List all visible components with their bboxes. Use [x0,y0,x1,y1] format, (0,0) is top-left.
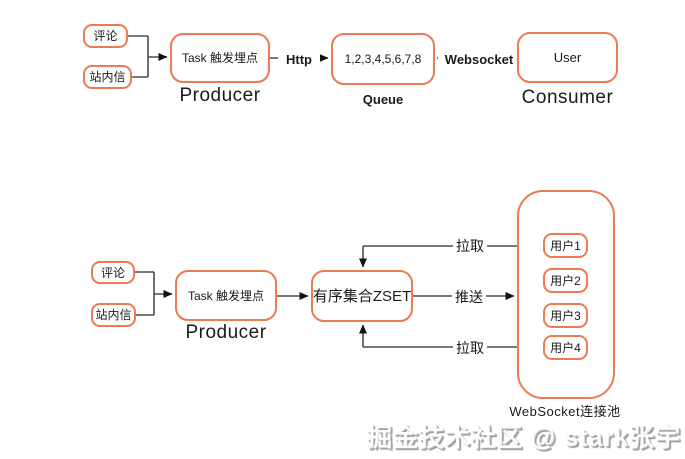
node-user-1: 用户1 [543,233,588,258]
node-comment-source-bottom: 评论 [91,261,135,284]
node-zset: 有序集合ZSET [311,270,413,322]
caption-consumer: Consumer [521,87,614,108]
node-user-2: 用户2 [543,268,588,293]
websocket-pool-container [517,190,615,399]
caption-producer-bottom: Producer [185,322,267,343]
node-queue: 1,2,3,4,5,6,7,8 [331,33,435,85]
node-producer-task-bottom: Task 触发埋点 [175,270,277,321]
caption-producer-top: Producer [179,85,261,106]
node-user-3: 用户3 [543,303,588,328]
edge-label-pull-bottom: 拉取 [453,340,487,357]
node-consumer-user: User [517,32,618,83]
node-comment-source-top: 评论 [83,24,128,48]
caption-queue: Queue [362,92,404,107]
caption-websocket-pool: WebSocket连接池 [509,404,621,419]
node-mail-source-bottom: 站内信 [91,303,136,327]
node-producer-task-top: Task 触发埋点 [170,33,270,83]
watermark-text: 掘金技术社区 @ stark张宇 [366,424,681,452]
edge-label-http: Http [278,52,320,68]
edge-label-push: 推送 [452,289,486,306]
edge-label-pull-top: 拉取 [453,238,487,255]
node-user-4: 用户4 [543,335,588,360]
node-mail-source-top: 站内信 [83,65,132,89]
edge-label-websocket: Websocket [438,52,520,68]
